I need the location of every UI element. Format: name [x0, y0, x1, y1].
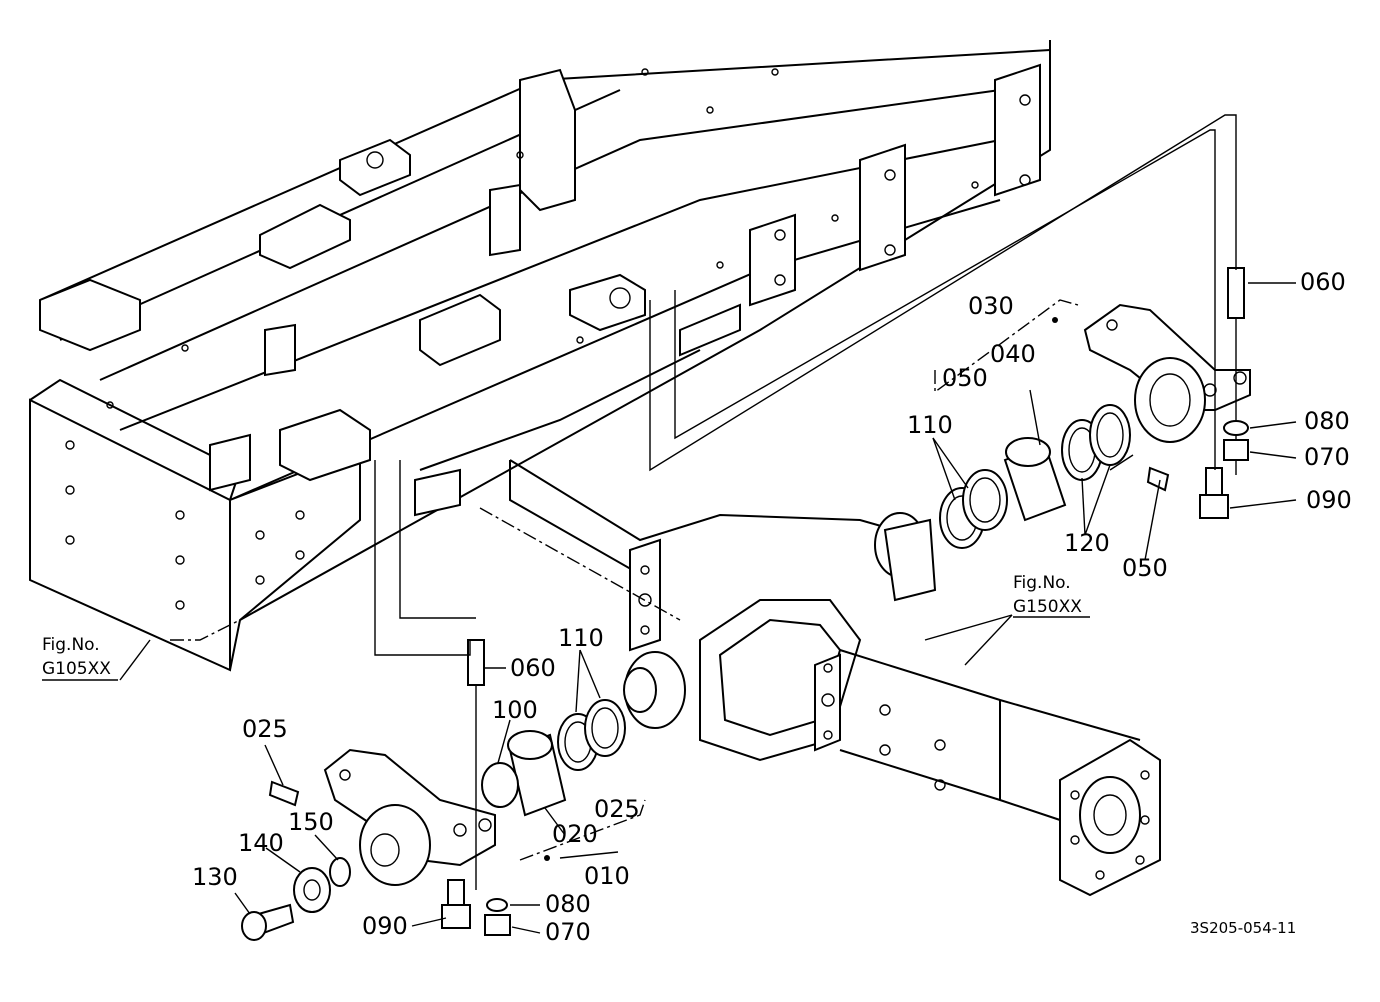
fig-ref-right-line2: G150XX	[1013, 597, 1082, 617]
left-bracket-group	[241, 639, 626, 941]
axle-housing	[509, 459, 1161, 897]
label-150: 150	[288, 808, 334, 836]
label-080-left: 080	[545, 890, 591, 918]
figure-ref-right: Fig.No. G150XX	[1013, 573, 1090, 618]
label-080-right: 080	[1304, 407, 1350, 435]
label-010: 010	[584, 862, 630, 890]
label-090-right: 090	[1306, 486, 1352, 514]
label-025-top: 025	[242, 715, 288, 743]
label-140: 140	[238, 829, 284, 857]
label-110-left: 110	[558, 624, 604, 652]
group-marker-030	[1052, 317, 1058, 323]
label-070-right: 070	[1304, 443, 1350, 471]
label-020: 020	[552, 820, 598, 848]
part-labels: 030 040 050 110 120 050 060 080 070 090 …	[192, 268, 1352, 946]
label-030: 030	[968, 292, 1014, 320]
label-050-top: 050	[942, 364, 988, 392]
label-060-right: 060	[1300, 268, 1346, 296]
fig-ref-right-line1: Fig.No.	[1013, 573, 1071, 593]
label-060-left: 060	[510, 654, 556, 682]
right-bracket-group	[939, 267, 1251, 549]
label-040: 040	[990, 340, 1036, 368]
group-marker-010	[544, 855, 550, 861]
label-100: 100	[492, 696, 538, 724]
figure-ref-left: Fig.No. G105XX	[42, 635, 118, 681]
fig-ref-left-line2: G105XX	[42, 659, 111, 679]
reference-code: 3S205-054-11	[1190, 919, 1296, 937]
fig-ref-left-line1: Fig.No.	[42, 635, 100, 655]
frame-assembly	[29, 40, 1051, 672]
label-120: 120	[1064, 529, 1110, 557]
label-070-left: 070	[545, 918, 591, 946]
label-050-right: 050	[1122, 554, 1168, 582]
label-090-left: 090	[362, 912, 408, 940]
label-130: 130	[192, 863, 238, 891]
label-025-right: 025	[594, 795, 640, 823]
leader-lines	[119, 114, 1297, 934]
label-110-top: 110	[907, 411, 953, 439]
